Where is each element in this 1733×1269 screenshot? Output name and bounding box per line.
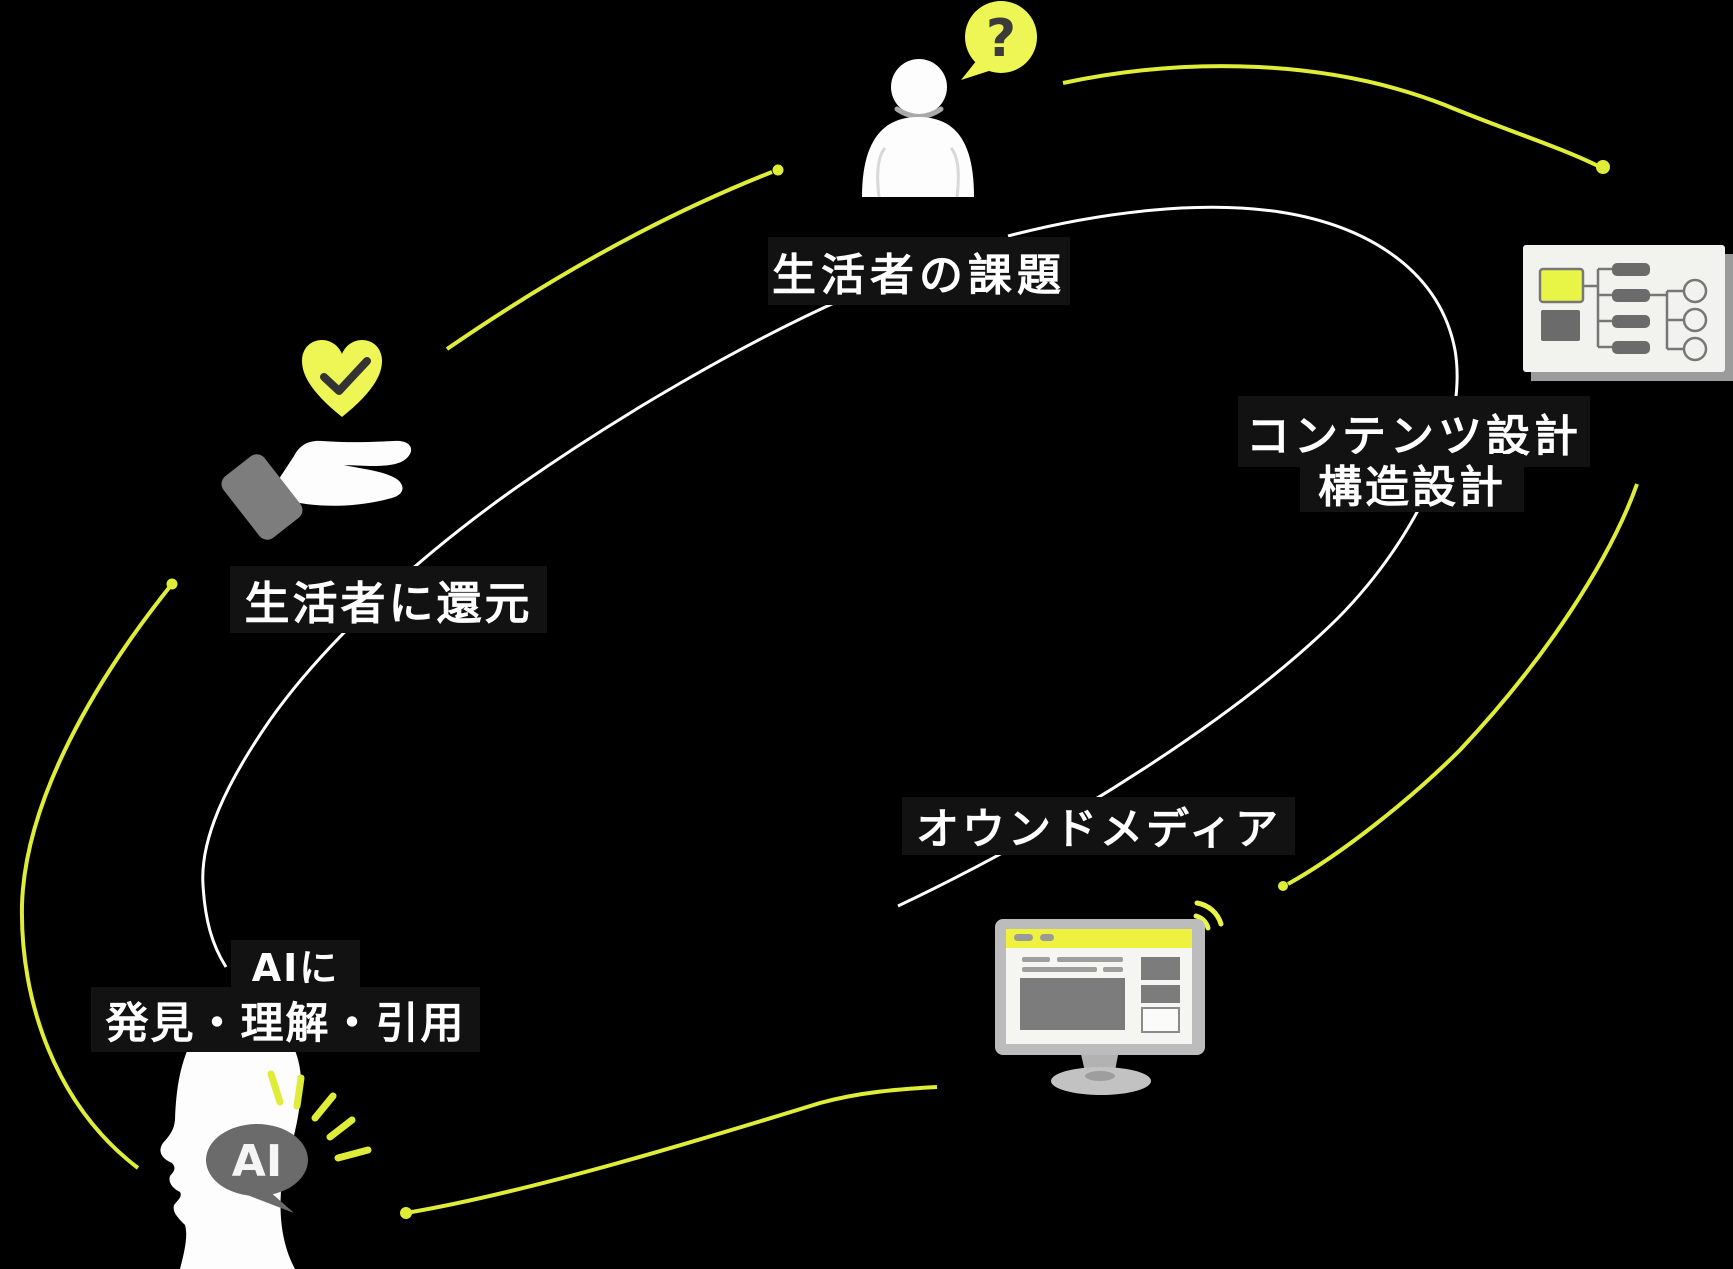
page-text-line-1b xyxy=(1057,957,1123,962)
monitor-base-joint xyxy=(1085,1071,1115,1081)
heart-icon xyxy=(302,340,382,417)
page-text-line-1a xyxy=(1022,957,1050,962)
person-collar xyxy=(894,106,944,119)
sitemap-branch-4 xyxy=(1612,341,1650,354)
cycle-arcs xyxy=(19,64,1639,1219)
browser-header-bar xyxy=(1006,929,1192,948)
yellow-arc-right xyxy=(1287,483,1639,886)
hand-cuff xyxy=(221,454,303,540)
page-text-line-2b xyxy=(1103,967,1123,972)
yellow-arc-left xyxy=(19,582,174,1170)
sitemap-root-yellow xyxy=(1538,267,1585,304)
sparkle-icon xyxy=(267,1070,372,1162)
sitemap-leaf-2 xyxy=(1682,307,1708,333)
monitor-base xyxy=(1051,1067,1151,1095)
sitemap-connectors xyxy=(1583,267,1684,351)
person-arm-crease-left xyxy=(876,147,887,198)
person-body xyxy=(862,117,974,197)
question-mark: ? xyxy=(986,9,1016,69)
browser-header-pill-2 xyxy=(1040,934,1054,941)
yellow-arc-top-dot xyxy=(1596,160,1610,174)
yellow-arc-return-dot xyxy=(772,164,784,176)
hand-heart-icon xyxy=(221,340,412,540)
return-to-consumer-label: 生活者に還元 xyxy=(230,566,547,633)
monitor-icon xyxy=(995,900,1224,1095)
person-head xyxy=(891,59,947,115)
ai-head-icon: AI xyxy=(160,1003,372,1269)
question-bubble-circle xyxy=(965,1,1037,73)
page-main-block xyxy=(1020,978,1125,1030)
sitemap-leaf-1 xyxy=(1682,278,1708,304)
consumer-problem-label: 生活者の課題 xyxy=(768,237,1070,305)
yellow-arc-bottom-dot xyxy=(400,1207,412,1219)
page-side-block-3 xyxy=(1141,1007,1180,1033)
yellow-arc-left-dot xyxy=(166,578,178,590)
white-arc-left xyxy=(201,296,846,968)
sitemap-leaf-3 xyxy=(1682,336,1708,362)
ai-speech-bubble-icon xyxy=(206,1124,308,1196)
sitemap-branch-1 xyxy=(1612,263,1650,276)
yellow-arc-right-dot xyxy=(1278,881,1288,891)
yellow-arc-top xyxy=(1062,64,1599,168)
yellow-arc-bottom xyxy=(405,1085,938,1215)
content-design-label-line2: 構造設計 xyxy=(1300,454,1524,513)
sitemap-branch-2 xyxy=(1612,289,1650,302)
sitemap-icon xyxy=(1523,245,1733,381)
yellow-arc-return xyxy=(445,170,773,351)
ai-label-line2: 発見・理解・引用 xyxy=(91,987,480,1052)
ai-speech-bubble-tail xyxy=(242,1190,294,1213)
wifi-signal-icon xyxy=(1193,900,1224,931)
ai-bubble-text: AI xyxy=(232,1136,282,1187)
question-bubble-tail xyxy=(961,60,992,80)
question-bubble-icon: ? xyxy=(961,1,1037,80)
page-side-block-2 xyxy=(1141,985,1180,1003)
person-arm-crease-right xyxy=(949,147,960,198)
owned-media-label: オウンドメディア xyxy=(902,797,1295,855)
sitemap-branch-3 xyxy=(1612,315,1650,328)
browser-header-pill-1 xyxy=(1014,934,1033,941)
page-text-line-2a xyxy=(1022,967,1097,972)
sitemap-root-gray xyxy=(1541,310,1580,341)
person-icon xyxy=(862,59,974,198)
ai-label-line1: AIに xyxy=(231,940,360,990)
check-icon xyxy=(320,357,371,395)
page-side-block-1 xyxy=(1141,957,1180,980)
